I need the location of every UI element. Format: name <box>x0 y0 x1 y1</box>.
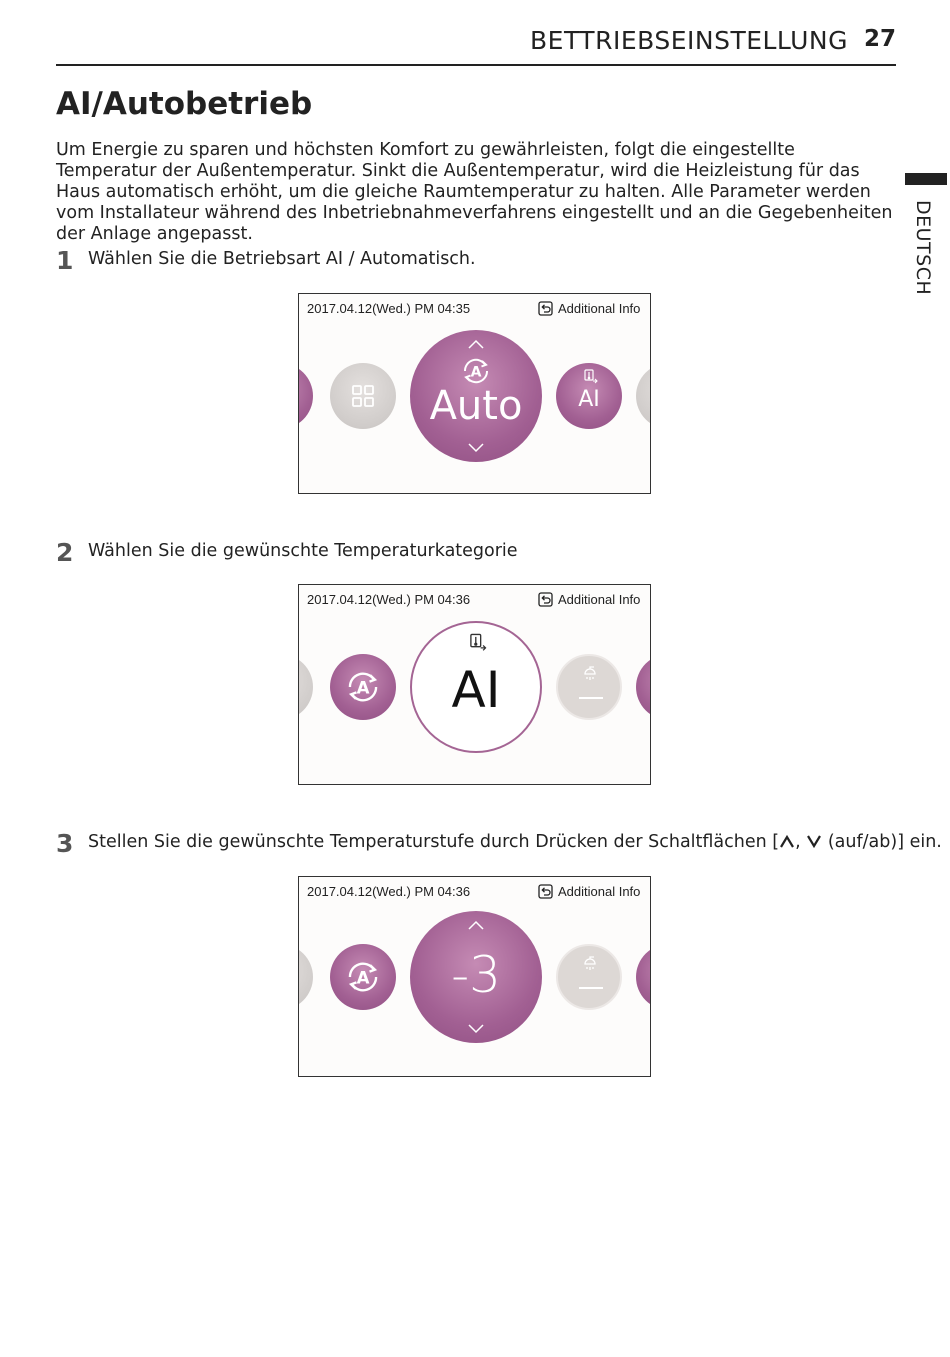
back-icon[interactable] <box>538 592 553 607</box>
shower-icon <box>584 666 596 680</box>
auto-mode-icon: A <box>348 672 378 702</box>
step-2-text: Wählen Sie die gewünschte Temperaturkate… <box>88 541 518 561</box>
screen-mode-select: 2017.04.12(Wed.) PM 04:35 Additional Inf… <box>298 293 651 494</box>
language-tab-bar <box>905 173 947 185</box>
level-option-next[interactable] <box>636 944 650 1010</box>
screen-temperature-category: 2017.04.12(Wed.) PM 04:36 Additional Inf… <box>298 584 651 785</box>
shower-icon <box>584 956 596 970</box>
category-option-auto[interactable]: A <box>330 654 396 720</box>
back-icon[interactable] <box>538 884 553 899</box>
auto-mode-icon: A <box>348 962 378 992</box>
chevron-down-icon[interactable] <box>468 443 484 453</box>
svg-text:A: A <box>471 365 482 381</box>
level-option-auto[interactable]: A <box>330 944 396 1010</box>
category-label: AI <box>451 661 501 719</box>
intro-paragraph: Um Energie zu sparen und höchsten Komfor… <box>56 140 893 244</box>
category-option-ai-selected[interactable]: AI <box>410 621 542 753</box>
mode-option-auto-selected[interactable]: A Auto <box>410 330 542 462</box>
step-3-number: 3 <box>56 829 74 858</box>
mode-option-prev[interactable] <box>299 363 313 429</box>
step-3-text: Stellen Sie die gewünschte Temperaturstu… <box>88 832 942 852</box>
additional-info-button[interactable]: Additional Info <box>558 884 641 899</box>
thermostat-icon <box>584 369 598 384</box>
temperature-level-value: -3 <box>451 946 501 1004</box>
step-1-text: Wählen Sie die Betriebsart AI / Automati… <box>88 249 476 269</box>
step-1-number: 1 <box>56 246 74 275</box>
back-icon[interactable] <box>538 301 553 316</box>
section-title: BETTRIEBSEINSTELLUNG <box>530 26 848 55</box>
step-2-number: 2 <box>56 538 74 567</box>
chevron-up-icon[interactable] <box>468 920 484 930</box>
dash-indicator <box>579 697 603 699</box>
page-header: BETTRIEBSEINSTELLUNG 27 <box>56 22 896 66</box>
category-option-next[interactable] <box>636 654 650 720</box>
ai-option-label: AI <box>578 387 600 412</box>
additional-info-button[interactable]: Additional Info <box>558 301 641 316</box>
mode-label: Auto <box>429 383 523 429</box>
level-option-hot-water[interactable] <box>556 944 622 1010</box>
chevron-down-icon <box>807 835 822 849</box>
date-time: 2017.04.12(Wed.) PM 04:35 <box>307 301 471 316</box>
svg-text:A: A <box>357 969 370 988</box>
dash-indicator <box>579 987 603 989</box>
mode-option-next[interactable] <box>636 363 650 429</box>
additional-info-button[interactable]: Additional Info <box>558 592 641 607</box>
chevron-up-icon <box>780 834 795 848</box>
thermostat-icon <box>470 633 487 651</box>
auto-mode-icon: A <box>463 358 489 384</box>
chevron-up-icon[interactable] <box>468 339 484 349</box>
svg-text:A: A <box>357 679 370 698</box>
mode-option-ai[interactable]: AI <box>556 363 622 429</box>
screen-temperature-level: 2017.04.12(Wed.) PM 04:36 Additional Inf… <box>298 876 651 1077</box>
step-3-text-pre: Stellen Sie die gewünschte Temperaturstu… <box>88 832 780 852</box>
level-option-prev[interactable] <box>299 944 313 1010</box>
language-tab-label: DEUTSCH <box>912 200 934 296</box>
chevron-down-icon[interactable] <box>468 1024 484 1034</box>
category-option-hot-water[interactable] <box>556 654 622 720</box>
temperature-level-selected[interactable]: -3 <box>410 911 542 1043</box>
page-number: 27 <box>863 26 896 52</box>
step-3-text-post: (auf/ab)] ein. <box>822 832 942 852</box>
date-time: 2017.04.12(Wed.) PM 04:36 <box>307 884 471 899</box>
category-option-prev[interactable] <box>299 654 313 720</box>
page-title: AI/Autobetrieb <box>56 86 313 122</box>
grid-menu-icon <box>352 385 374 407</box>
date-time: 2017.04.12(Wed.) PM 04:36 <box>307 592 471 607</box>
mode-option-menu[interactable] <box>330 363 396 429</box>
